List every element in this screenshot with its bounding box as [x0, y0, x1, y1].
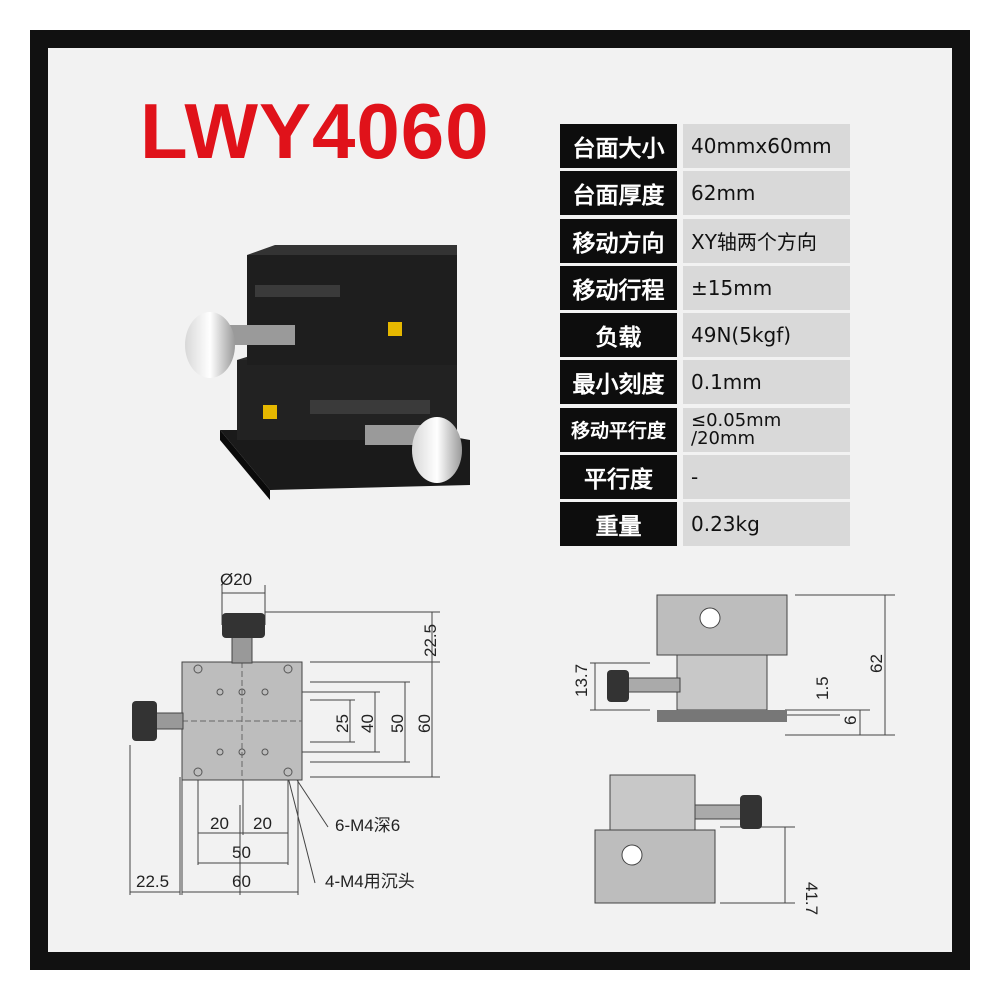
- spec-value: ≤0.05mm/20mm: [683, 407, 850, 452]
- note-mount-holes: 6-M4深6: [335, 816, 400, 835]
- top-view-drawing: Ø20 22.5 25 40 50 60 20 20 50 60 22.5 6-…: [129, 570, 440, 895]
- dim-50-vertical: 50: [388, 714, 407, 733]
- spec-row: 平行度-: [560, 455, 850, 500]
- spec-value-line: ≤0.05mm: [691, 409, 782, 431]
- side-view-drawing: 13.7 62 1.5 6: [572, 594, 895, 736]
- spec-label: 台面厚度: [560, 171, 677, 216]
- dim-62: 62: [867, 654, 886, 673]
- spec-value: 49N(5kgf): [683, 313, 850, 358]
- spec-value: 0.23kg: [683, 502, 850, 547]
- spec-label: 移动方向: [560, 218, 677, 263]
- spec-label: 负载: [560, 313, 677, 358]
- spec-row: 移动平行度≤0.05mm/20mm: [560, 407, 850, 452]
- model-title: LWY4060: [140, 87, 490, 175]
- dim-20-left: 20: [210, 814, 229, 833]
- spec-value: ±15mm: [683, 265, 850, 310]
- dim-dia: Ø20: [220, 570, 252, 589]
- spec-label: 移动行程: [560, 265, 677, 310]
- dim-22-5-top: 22.5: [421, 624, 440, 657]
- spec-label: 台面大小: [560, 124, 677, 168]
- spec-label: 重量: [560, 502, 677, 547]
- spec-value: XY轴两个方向: [683, 218, 850, 263]
- dim-60-horizontal: 60: [232, 872, 251, 891]
- dim-6: 6: [841, 716, 860, 725]
- spec-value: -: [683, 455, 850, 500]
- dim-25: 25: [333, 714, 352, 733]
- dim-41-7: 41.7: [802, 882, 820, 915]
- dim-1-5: 1.5: [813, 676, 832, 700]
- dim-13-7: 13.7: [572, 664, 591, 697]
- spec-label: 最小刻度: [560, 360, 677, 405]
- spec-row: 移动行程±15mm: [560, 265, 850, 310]
- note-countersunk: 4-M4用沉头: [325, 872, 415, 891]
- front-view-drawing: 41.7: [594, 774, 820, 915]
- spec-label: 平行度: [560, 455, 677, 500]
- spec-value: 40mmx60mm: [683, 124, 850, 168]
- spec-value-line: /20mm: [691, 427, 756, 449]
- dim-50-horizontal: 50: [232, 843, 251, 862]
- spec-value: 0.1mm: [683, 360, 850, 405]
- product-render: [185, 245, 470, 500]
- dim-20-right: 20: [253, 814, 272, 833]
- spec-value: 62mm: [683, 171, 850, 216]
- spec-label: 移动平行度: [560, 407, 677, 452]
- dim-60-vertical: 60: [415, 714, 434, 733]
- dim-40: 40: [358, 714, 377, 733]
- dim-22-5-bottom: 22.5: [136, 872, 169, 891]
